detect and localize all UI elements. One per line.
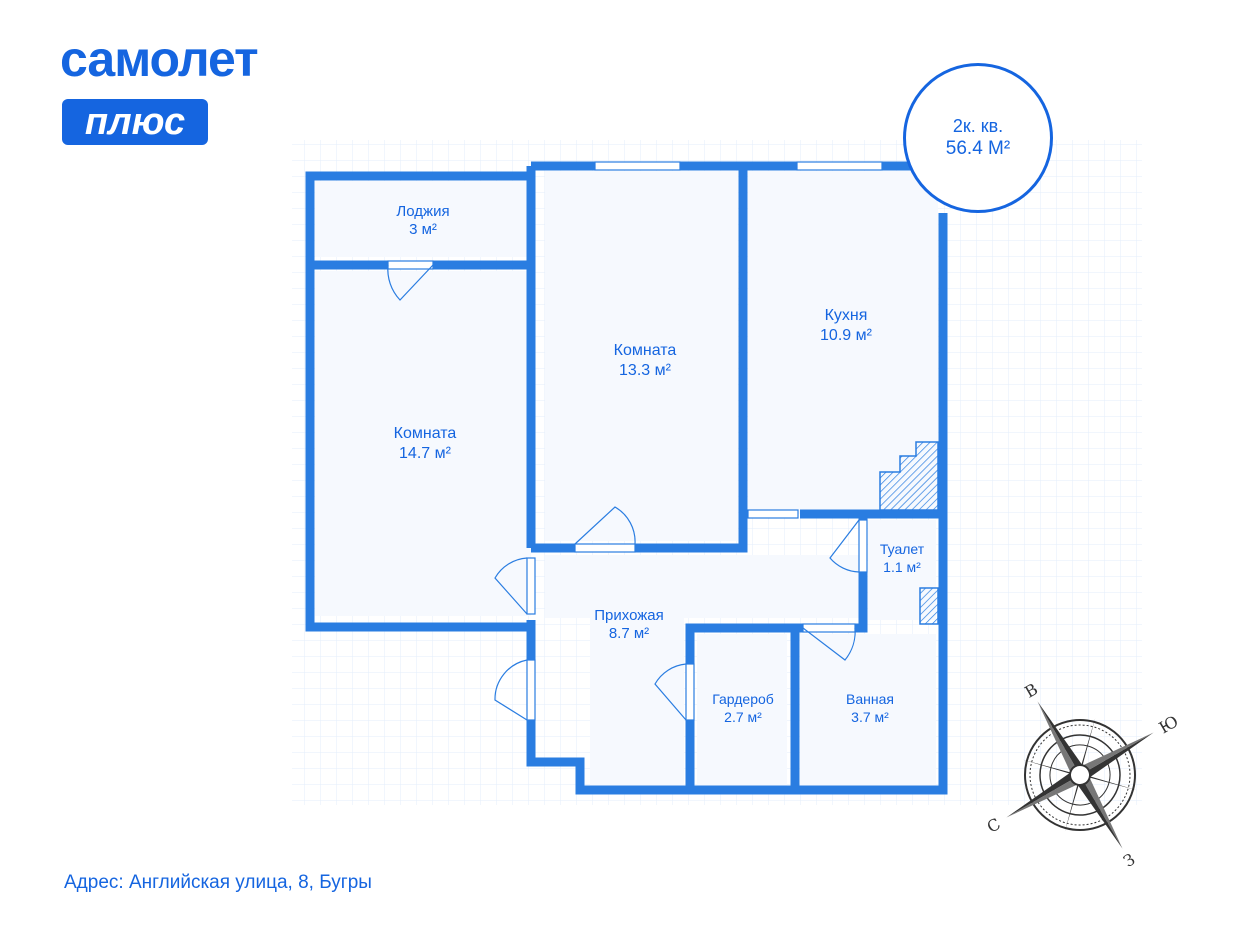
room-name-toilet: Туалет xyxy=(880,541,925,557)
room-area-bathroom: 3.7 м² xyxy=(851,709,889,725)
utility-shaft xyxy=(919,587,939,625)
apartment-type: 2к. кв. xyxy=(952,115,1004,136)
room-area-room-1: 14.7 м² xyxy=(399,445,452,462)
room-area-hallway: 8.7 м² xyxy=(609,625,649,642)
brand-badge: плюс xyxy=(62,99,208,145)
apartment-area: 56.4 М² xyxy=(945,138,1011,160)
address-text: Адрес: Английская улица, 8, Бугры xyxy=(64,872,372,893)
brand-logo-text: самолет xyxy=(60,31,259,87)
room-name-wardrobe: Гардероб xyxy=(712,691,774,707)
room-area-room-2: 13.3 м² xyxy=(619,362,672,379)
room-name-kitchen: Кухня xyxy=(825,307,868,324)
apartment-summary: 2к. кв. 56.4 М² xyxy=(903,63,1053,213)
compass-north: С xyxy=(984,814,1004,837)
room-name-room-1: Комната xyxy=(394,425,457,442)
ventilation-shaft xyxy=(879,441,939,511)
windows xyxy=(387,161,883,519)
room-area-toilet: 1.1 м² xyxy=(883,559,921,575)
room-area-loggia: 3 м² xyxy=(409,221,437,238)
room-name-hallway: Прихожая xyxy=(594,607,664,624)
compass-south: Ю xyxy=(1156,711,1182,737)
compass-west: З xyxy=(1120,850,1138,871)
room-name-room-2: Комната xyxy=(614,342,677,359)
doors xyxy=(526,519,868,721)
room-name-loggia: Лоджия xyxy=(396,203,449,220)
room-name-bathroom: Ванная xyxy=(846,691,894,707)
room-area-kitchen: 10.9 м² xyxy=(820,327,873,344)
room-area-wardrobe: 2.7 м² xyxy=(724,709,762,725)
